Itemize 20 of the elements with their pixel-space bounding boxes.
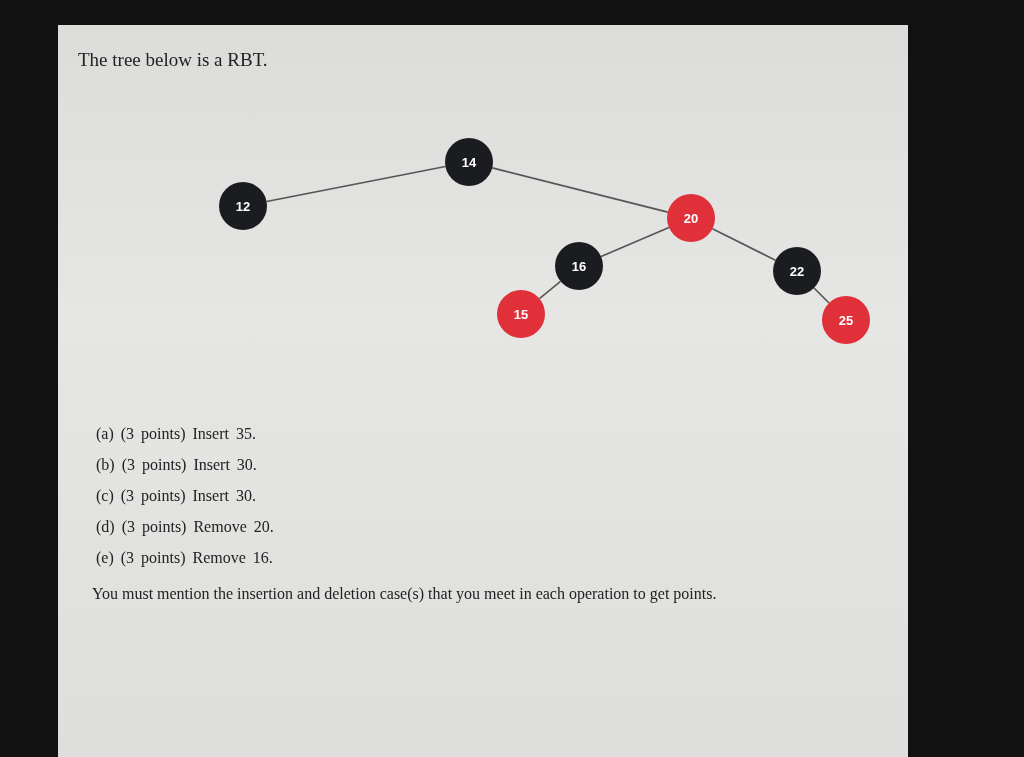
tree-node-circle: 14 — [445, 138, 493, 186]
tree-edge — [538, 280, 562, 300]
tree-node-circle: 25 — [822, 296, 870, 344]
tree-edge — [813, 287, 830, 304]
tree-node-circle: 22 — [773, 247, 821, 295]
tree-edge — [711, 227, 777, 262]
tree-edge — [600, 226, 670, 258]
question-item: (a) (3 points) Insert 35. — [96, 425, 256, 443]
title: The tree below is a RBT. — [78, 49, 268, 71]
tree-node-circle: 16 — [555, 242, 603, 290]
tree-node-circle: 20 — [667, 194, 715, 242]
question-item: (c) (3 points) Insert 30. — [96, 487, 256, 505]
question-item: (b) (3 points) Insert 30. — [96, 456, 257, 474]
tree-node-circle: 15 — [497, 290, 545, 338]
tree-edge — [265, 165, 447, 203]
question-item: (d) (3 points) Remove 20. — [96, 518, 274, 536]
tree-node-circle: 12 — [219, 182, 267, 230]
tree-edge — [491, 167, 669, 213]
question-item: (e) (3 points) Remove 16. — [96, 549, 273, 567]
instruction-note: You must mention the insertion and deletion case(s) that you meet in each operation to get points. — [92, 584, 718, 604]
